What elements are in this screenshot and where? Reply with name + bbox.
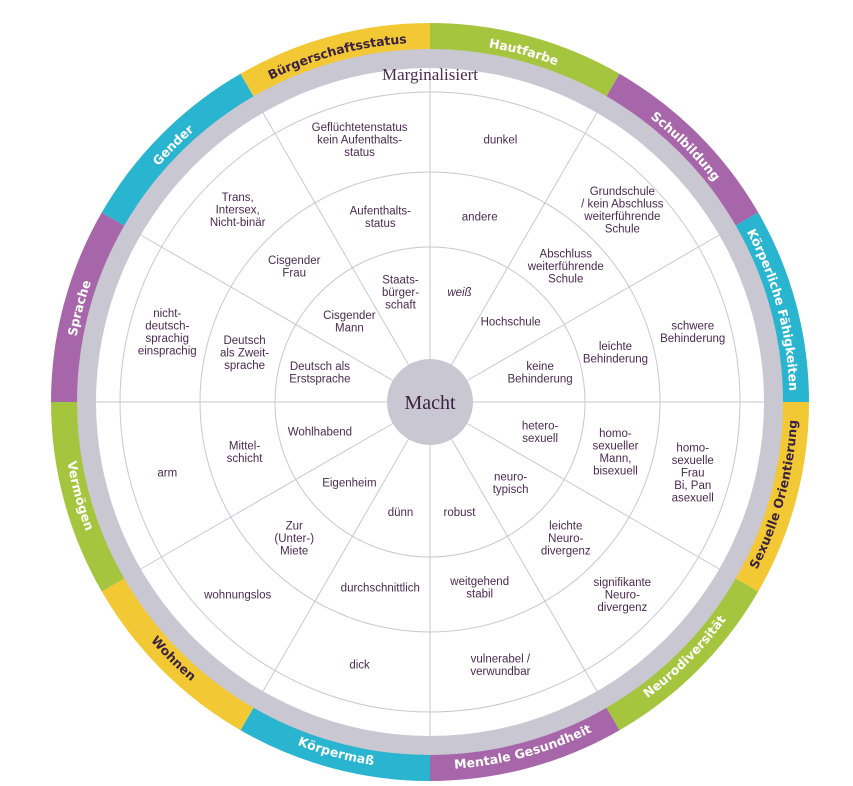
center-circle [387, 359, 473, 445]
cell-r1-neuro: neuro-typisch [493, 471, 529, 496]
segment-gender [101, 73, 257, 229]
cell-r3-gender: Trans,Intersex,Nicht-binär [210, 192, 266, 229]
cell-r3-mental: vulnerabel /verwundbar [470, 653, 531, 678]
cell-r1-koerpermass: dünn [388, 507, 414, 519]
wheel-grid [96, 68, 764, 736]
segment-neurodiversitaet [604, 576, 759, 731]
spoke-line [466, 423, 720, 570]
cell-r1-wohnen: Eigenheim [322, 478, 376, 490]
marginalized-label: Marginalisiert [382, 65, 478, 84]
spoke-line [466, 234, 720, 381]
cell-r2-vermoegen: Mittel-schicht [227, 440, 264, 465]
cell-r2-wohnen: Zur(Unter-)Miete [274, 520, 314, 557]
spoke-line [140, 234, 394, 381]
cell-r1-hautfarbe: weiß [447, 287, 471, 299]
wheel-cells: dunkel andere weiß Grundschule/ kein Abschl… [138, 122, 725, 678]
spoke-line [262, 112, 409, 366]
cell-r1-sexuell: hetero-sexuell [522, 420, 559, 445]
spoke-line [262, 438, 409, 692]
cell-r2-buerger: Aufenthalts-status [350, 205, 412, 230]
cell-r3-hautfarbe: dunkel [483, 134, 517, 146]
segment-schulbildung [604, 73, 759, 229]
cell-r1-buerger: Staats-bürger-schaft [382, 274, 419, 311]
cell-r2-koerpermass: durchschnittlich [341, 582, 420, 594]
spoke-line [451, 438, 598, 692]
spoke-line [451, 112, 598, 366]
segment-wohnen [101, 576, 257, 731]
cell-r1-mental: robust [444, 507, 477, 519]
cell-r3-koerpermass: dick [349, 660, 370, 672]
cell-r1-schulbildung: Hochschule [481, 316, 541, 328]
cell-r1-vermoegen: Wohlhabend [288, 427, 352, 439]
cell-r2-hautfarbe: andere [462, 212, 498, 224]
spoke-line [140, 423, 394, 570]
cell-r3-wohnen: wohnungslos [203, 589, 271, 601]
cell-r3-vermoegen: arm [157, 467, 177, 479]
center-label: Macht [404, 392, 456, 414]
